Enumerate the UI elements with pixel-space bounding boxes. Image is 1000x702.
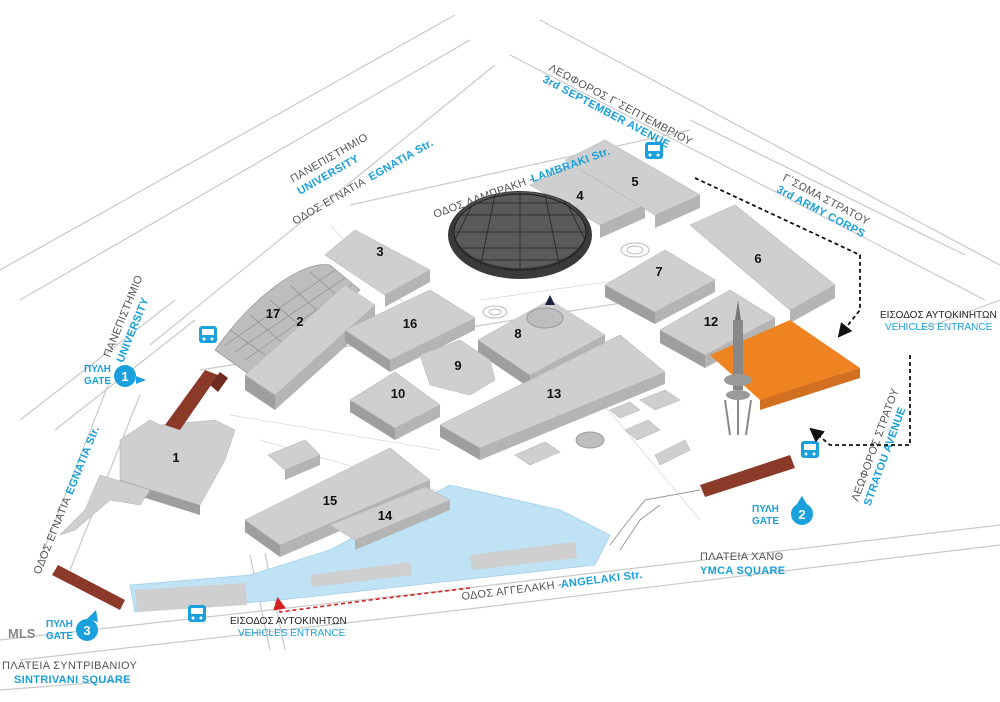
label-pavilion-2: 2 — [296, 314, 303, 329]
kiosk-side — [285, 455, 320, 480]
vehicle-entrance-south-gr: ΕΙΣΟΔΟΣ ΑΥΤΟΚΙΝΗΤΩΝ — [230, 616, 347, 627]
bus-icon[interactable] — [645, 142, 663, 159]
tower-icon — [724, 300, 752, 436]
label-pavilion-6: 6 — [754, 251, 761, 266]
vehicle-route-east — [694, 177, 911, 446]
label-pavilion-17: 17 — [266, 306, 280, 321]
vehicle-entrance-east-gr: ΕΙΣΟΔΟΣ ΑΥΤΟΚΙΝΗΤΩΝ — [880, 310, 997, 321]
vehicle-entrance-east: ΕΙΣΟΔΟΣ ΑΥΤΟΚΙΝΗΤΩΝ VEHICLES ENTRANCE — [880, 310, 997, 333]
buildings — [59, 139, 860, 557]
label-pavilion-15: 15 — [323, 493, 337, 508]
label-pavilion-10: 10 — [391, 386, 405, 401]
label-pavilion-16: 16 — [403, 316, 417, 331]
mls-label: MLS — [8, 626, 36, 641]
pavilion-16[interactable] — [344, 289, 476, 372]
dome-entrance-marker — [545, 295, 555, 305]
pavilion-numbers: 1 2 3 4 5 6 7 8 9 10 12 13 14 15 16 17 — [172, 174, 761, 523]
label-pavilion-7: 7 — [655, 264, 662, 279]
september-gr: ΛΕΩΦΟΡΟΣ Γ΄ΣΕΠΤΕΜΒΡΙΟΥ — [547, 62, 695, 148]
pavilion-13[interactable] — [439, 334, 666, 460]
bus-icon[interactable] — [801, 441, 819, 458]
pavilion-3[interactable] — [324, 229, 431, 307]
gate-3-gr: ΠΥΛΗ — [46, 619, 73, 630]
gate-3[interactable]: 3 ΠΥΛΗ GATE MLS — [8, 610, 98, 642]
gate-2-number: 2 — [798, 507, 805, 522]
gate-1[interactable]: 1 ΠΥΛΗ GATE — [84, 364, 146, 387]
sintrivani-en: SINTRIVANI SQUARE — [14, 674, 131, 686]
label-pavilion-8: 8 — [514, 326, 521, 341]
label-pavilion-14: 14 — [378, 508, 393, 523]
pavilion-17[interactable] — [214, 264, 361, 376]
label-pavilion-4: 4 — [576, 188, 584, 203]
label-pavilion-9: 9 — [454, 358, 461, 373]
label-pavilion-3: 3 — [376, 244, 383, 259]
pavilion-1-wing — [59, 474, 151, 536]
vehicle-entrance-south: ΕΙΣΟΔΟΣ ΑΥΤΟΚΙΝΗΤΩΝ VEHICLES ENTRANCE — [230, 616, 347, 639]
egnatia-left-gr: ΟΔΟΣ ΕΓΝΑΤΙΑ — [32, 495, 74, 576]
gate-2[interactable]: 2 ΠΥΛΗ GATE — [752, 496, 813, 527]
gate-1-number: 1 — [121, 369, 128, 384]
gate-3-en: GATE — [46, 631, 73, 642]
gate-1-en: GATE — [84, 376, 111, 387]
vehicle-entrance-south-en: VEHICLES ENTRANCE — [238, 628, 346, 639]
september-en: 3rd SEPTEMBER AVENUE — [540, 74, 671, 151]
water-feature — [129, 484, 611, 613]
ymca-en: YMCA SQUARE — [700, 565, 785, 577]
small-buildings-cluster — [514, 389, 691, 466]
gate-1-gr: ΠΥΛΗ — [84, 364, 111, 375]
pavilion-7[interactable] — [604, 249, 716, 324]
dome-icon[interactable] — [448, 191, 592, 279]
gate-structures — [52, 370, 795, 610]
ymca-gr: ΠΛΑΤΕΙΑ ΧΑΝΘ — [700, 551, 784, 563]
gate-marker-icon — [76, 619, 98, 641]
gate-2-gr: ΠΥΛΗ — [752, 504, 779, 515]
gate-3-number: 3 — [83, 623, 90, 638]
pavilion-10[interactable] — [349, 371, 441, 440]
pavilion-14[interactable] — [329, 486, 451, 550]
label-pavilion-13: 13 — [547, 386, 561, 401]
label-pavilion-1: 1 — [172, 450, 179, 465]
pavilion-9[interactable] — [419, 339, 496, 396]
pavilion-5[interactable] — [564, 139, 701, 228]
label-pavilion-5: 5 — [631, 174, 638, 189]
vehicle-entrance-east-en: VEHICLES ENTRANCE — [885, 322, 993, 333]
roundabout — [482, 242, 650, 319]
gate-marker-icon — [114, 365, 136, 387]
footbridges — [609, 489, 701, 551]
pavilion-6[interactable] — [689, 204, 836, 323]
gate-2-en: GATE — [752, 516, 779, 527]
label-pavilion-12: 12 — [704, 314, 718, 329]
bus-icon[interactable] — [188, 605, 206, 622]
sintrivani-gr: ΠΛΑΤΕΙΑ ΣΥΝΤΡΙΒΑΝΙΟΥ — [2, 660, 137, 672]
vehicle-route-south — [273, 587, 471, 613]
bus-icon[interactable] — [199, 326, 217, 343]
